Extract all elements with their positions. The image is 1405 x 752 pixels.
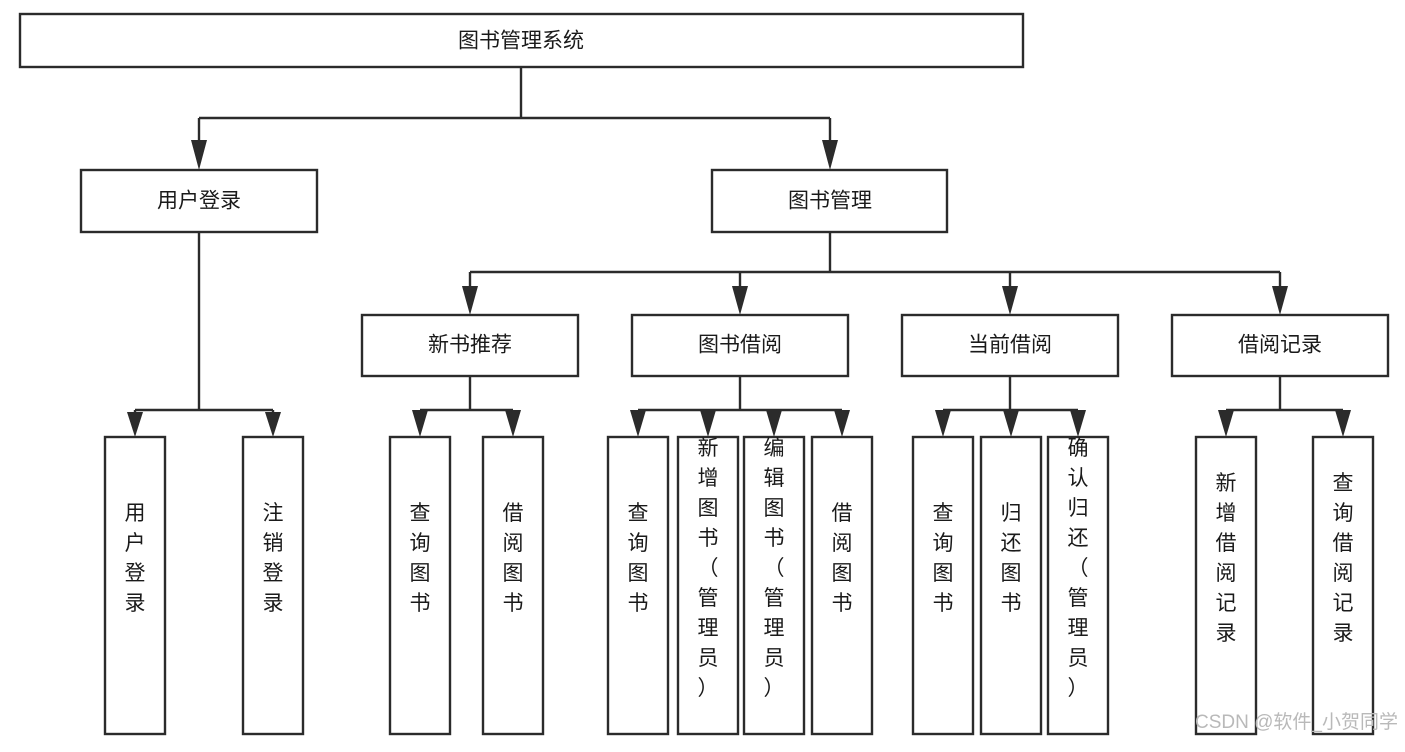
node-current-borrow[interactable]: 当前借阅 [900,313,1120,378]
connector-new-book-to-leaves [412,376,521,437]
node-new-book-recommend-box[interactable] [360,313,580,378]
leaf-node-borrow-book-recommend-label: 借阅图书 [503,502,524,615]
leaf-node-add-book-box[interactable] [676,435,740,736]
arrow-head-leaf-query-record [1335,410,1351,437]
arrow-head-leaf-confirm-return [1070,410,1086,437]
arrow-head-book-manage [822,140,838,170]
node-new-book-recommend-label: 新书推荐 [428,334,512,357]
leaf-node-query-record[interactable]: 查询借阅记录 [1311,435,1375,736]
arrow-head-new-book [462,286,478,315]
arrow-head-leaf-return-book [1003,410,1019,437]
node-book-borrow-label: 图书借阅 [698,334,782,357]
node-book-manage[interactable]: 图书管理 [710,168,949,234]
leaf-node-user-login[interactable]: 用户登录 [103,435,167,736]
node-borrow-record[interactable]: 借阅记录 [1170,313,1390,378]
node-root-system-box[interactable] [18,12,1025,69]
leaf-node-borrow-book-box[interactable] [810,435,874,736]
arrow-head-leaf-borrow-book-1 [505,410,521,437]
leaf-node-borrow-book[interactable]: 借阅图书 [810,435,874,736]
arrow-head-borrow-record [1272,286,1288,315]
leaf-node-query-record-box[interactable] [1311,435,1375,736]
arrow-head-leaf-edit-book [766,410,782,437]
arrow-head-leaf-borrow-book-2 [834,410,850,437]
leaf-node-query-book-borrow-box[interactable] [606,435,670,736]
leaf-node-query-record-label: 查询借阅记录 [1333,472,1354,645]
arrow-head-current-borrow [1002,286,1018,315]
leaf-node-query-book-borrow[interactable]: 查询图书 [606,435,670,736]
arrow-head-leaf-add-book [700,410,716,437]
node-new-book-recommend[interactable]: 新书推荐 [360,313,580,378]
leaf-node-query-book-borrow-label: 查询图书 [628,502,649,615]
leaf-node-return-book[interactable]: 归还图书 [979,435,1043,736]
leaf-node-logout-label: 注销登录 [263,502,284,615]
leaf-node-confirm-return-label: 确认归还（管理员） [1068,437,1089,700]
node-borrow-record-box[interactable] [1170,313,1390,378]
connector-book-manage-to-level3 [462,232,1288,315]
node-root-system[interactable]: 图书管理系统 [18,12,1025,69]
node-borrow-record-label: 借阅记录 [1238,334,1322,357]
node-user-login[interactable]: 用户登录 [79,168,319,234]
node-current-borrow-box[interactable] [900,313,1120,378]
arrow-head-leaf-add-record [1218,410,1234,437]
leaf-node-add-record-label: 新增借阅记录 [1216,472,1237,645]
leaf-node-add-record[interactable]: 新增借阅记录 [1194,435,1258,736]
leaf-node-query-book-current[interactable]: 查询图书 [911,435,975,736]
leaf-node-logout-box[interactable] [241,435,305,736]
node-current-borrow-label: 当前借阅 [968,334,1052,357]
leaf-node-edit-book-label: 编辑图书（管理员） [764,437,785,700]
leaf-node-borrow-book-recommend-box[interactable] [481,435,545,736]
arrow-head-leaf-logout [265,412,281,437]
connector-book-borrow-to-leaves [630,376,850,437]
leaf-node-logout[interactable]: 注销登录 [241,435,305,736]
leaf-node-borrow-book-label: 借阅图书 [832,502,853,615]
node-root-system-label: 图书管理系统 [458,30,584,53]
leaf-node-query-book-current-label: 查询图书 [933,502,954,615]
watermark-label: CSDN @软件_小贺同学 [1195,711,1398,733]
connector-current-borrow-to-leaves [935,376,1086,437]
connector-borrow-record-to-leaves [1218,376,1351,437]
node-book-manage-label: 图书管理 [788,190,872,213]
node-book-borrow-box[interactable] [630,313,850,378]
arrow-head-book-borrow [732,286,748,315]
leaf-node-query-book-recommend[interactable]: 查询图书 [388,435,452,736]
node-user-login-label: 用户登录 [157,190,241,213]
leaf-node-query-book-recommend-box[interactable] [388,435,452,736]
leaf-node-add-book[interactable]: 新增图书（管理员） [676,435,740,736]
node-book-manage-box[interactable] [710,168,949,234]
connector-root-to-level2 [191,67,838,170]
leaf-node-edit-book[interactable]: 编辑图书（管理员） [742,435,806,736]
node-book-borrow[interactable]: 图书借阅 [630,313,850,378]
leaf-node-confirm-return-box[interactable] [1046,435,1110,736]
leaf-node-confirm-return[interactable]: 确认归还（管理员） [1046,435,1110,736]
leaf-node-edit-book-box[interactable] [742,435,806,736]
leaf-node-borrow-book-recommend[interactable]: 借阅图书 [481,435,545,736]
leaf-node-return-book-box[interactable] [979,435,1043,736]
leaf-node-add-record-box[interactable] [1194,435,1258,736]
leaf-node-user-login-label: 用户登录 [125,502,146,615]
leaf-node-query-book-recommend-label: 查询图书 [410,502,431,615]
leaf-node-query-book-current-box[interactable] [911,435,975,736]
arrow-head-leaf-query-book-2 [630,410,646,437]
connector-user-login-to-leaves [127,232,281,437]
leaf-node-return-book-label: 归还图书 [1001,502,1022,615]
arrow-head-leaf-query-book-3 [935,410,951,437]
arrow-head-leaf-user-login [127,412,143,437]
node-user-login-box[interactable] [79,168,319,234]
arrow-head-leaf-query-book-1 [412,410,428,437]
leaf-node-add-book-label: 新增图书（管理员） [698,437,719,700]
leaf-node-user-login-box[interactable] [103,435,167,736]
arrow-head-user-login [191,140,207,170]
